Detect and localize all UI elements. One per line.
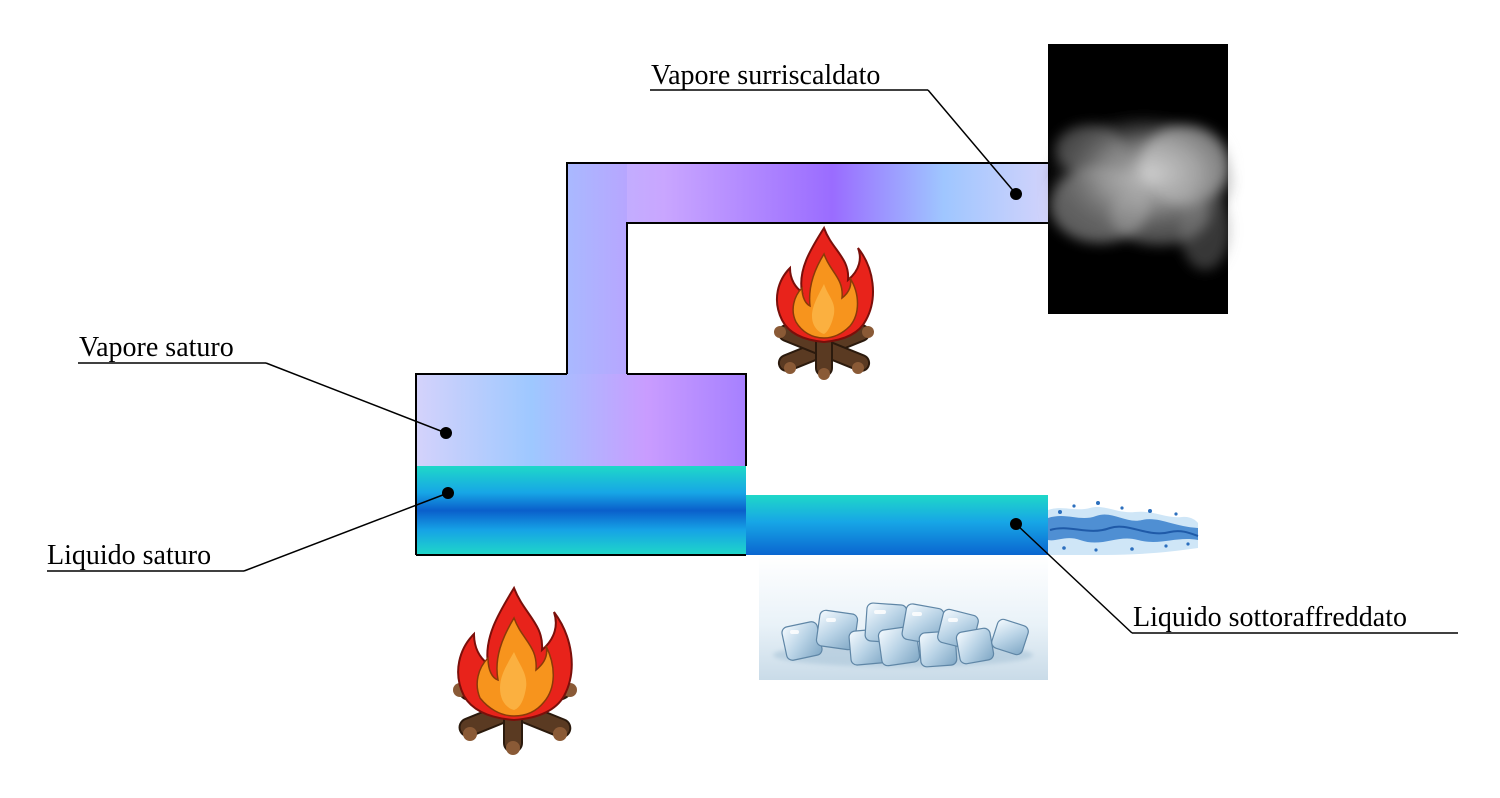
superheated-vapor-pipe — [566, 162, 1050, 375]
label-saturated-liquid: Liquido saturo — [47, 540, 211, 571]
subcooled-liquid-pipe — [746, 495, 1048, 555]
leader-saturated-liquid — [47, 487, 454, 572]
label-saturated-vapor: Vapore saturo — [79, 332, 234, 363]
saturated-liquid-chamber — [415, 466, 746, 556]
leader-superheated-vapor — [650, 89, 1022, 200]
steam-icon — [1048, 44, 1232, 314]
campfire-icon — [774, 225, 874, 380]
ice-cubes-icon — [759, 557, 1048, 680]
leader-subcooled-liquid — [1010, 518, 1458, 634]
campfire-icon — [453, 585, 577, 755]
saturated-vapor-chamber — [415, 373, 747, 466]
water-splash-icon — [1048, 501, 1199, 555]
leader-saturated-vapor — [78, 362, 452, 439]
label-subcooled-liquid: Liquido sottoraffreddato — [1133, 602, 1407, 633]
label-superheated-vapor: Vapore surriscaldato — [651, 60, 880, 91]
